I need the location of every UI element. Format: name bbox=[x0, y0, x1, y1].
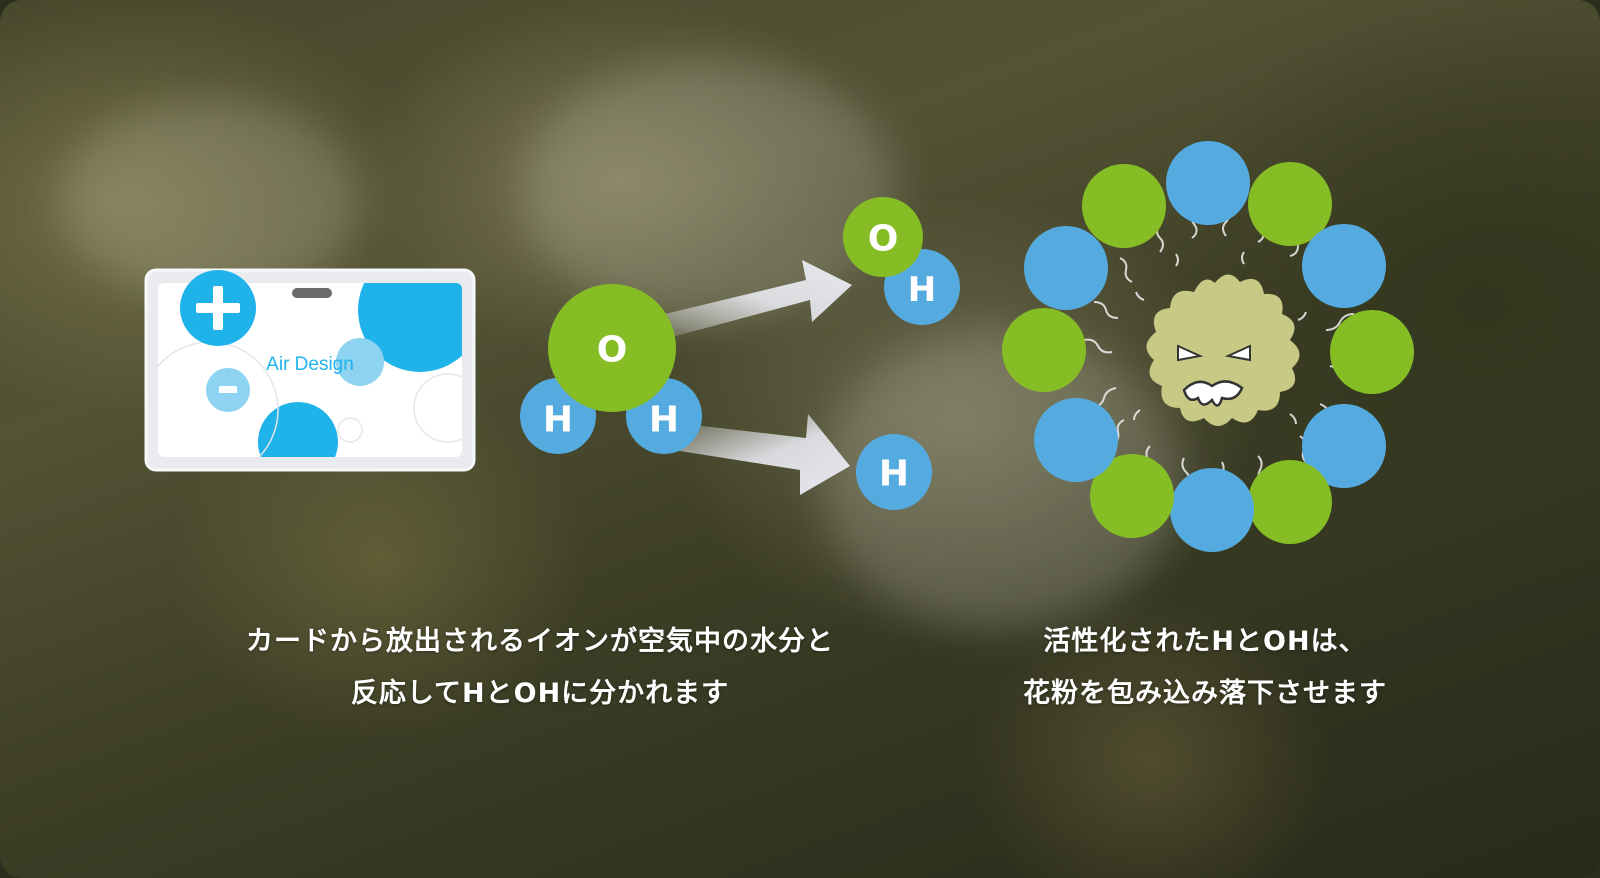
hydroxyl-h-label: H bbox=[908, 270, 936, 310]
oxygen-label: O bbox=[597, 330, 628, 371]
hydrogen-ion: H bbox=[856, 434, 932, 510]
pollen-mist bbox=[60, 100, 360, 300]
caption-reaction: カードから放出されるイオンが空気中の水分と 反応してHとOHに分かれます bbox=[160, 616, 920, 720]
caption-pollen: 活性化されたHとOHは、 花粉を包み込み落下させます bbox=[970, 616, 1440, 720]
ion-card: Air Design bbox=[144, 268, 476, 472]
hydrogen-product-label: H bbox=[879, 454, 909, 495]
hydroxyl-radical: O H bbox=[843, 197, 960, 325]
caption-pollen-line2: 花粉を包み込み落下させます bbox=[1023, 678, 1387, 709]
water-molecule: O H H bbox=[520, 284, 702, 454]
card-brand-logo: Air Design bbox=[266, 354, 354, 375]
hydrogen-left-label: H bbox=[543, 400, 573, 441]
angry-face bbox=[1177, 344, 1251, 407]
hydrogen-right-label: H bbox=[649, 400, 679, 441]
caption-pollen-line1: 活性化されたHとOHは、 bbox=[1043, 626, 1367, 657]
arrow-up-right bbox=[640, 260, 852, 344]
minus-icon bbox=[219, 386, 237, 393]
pollen-encapsulation bbox=[1002, 141, 1414, 552]
arrow-down-right bbox=[648, 414, 850, 495]
pollen-mist bbox=[520, 60, 900, 320]
caption-reaction-line1: カードから放出されるイオンが空気中の水分と bbox=[246, 626, 834, 657]
pollen-particle bbox=[1146, 274, 1300, 426]
hydroxyl-o-label: O bbox=[868, 219, 899, 260]
oxygen-atom bbox=[548, 284, 676, 412]
caption-reaction-line2: 反応してHとOHに分かれます bbox=[350, 678, 730, 709]
